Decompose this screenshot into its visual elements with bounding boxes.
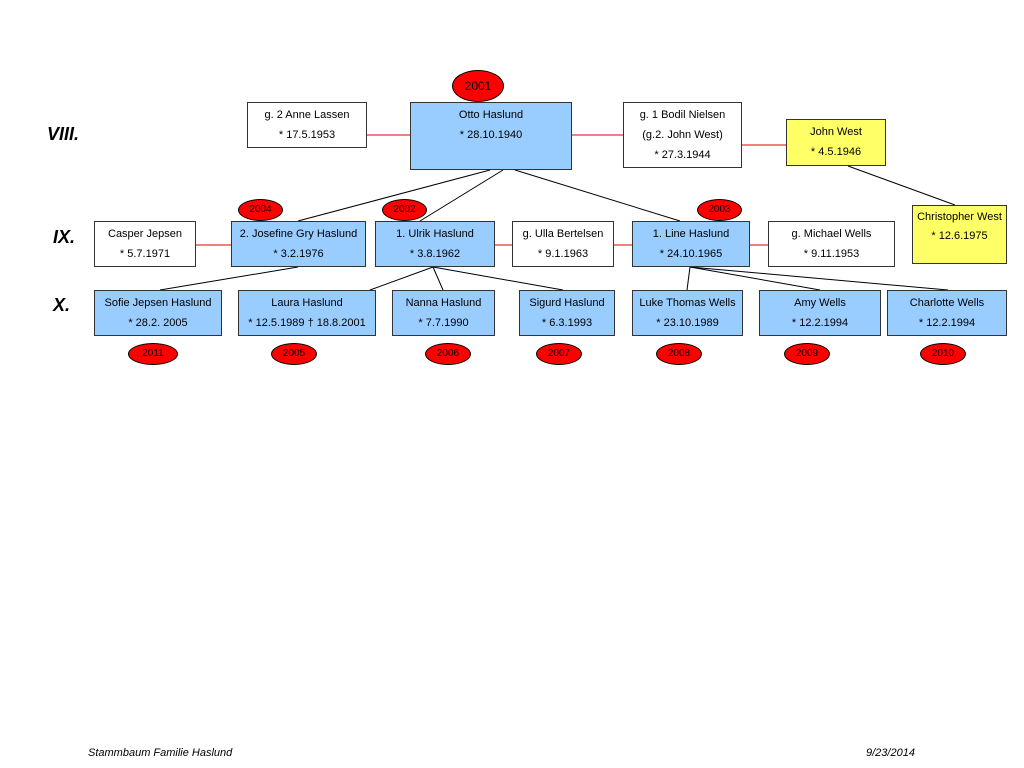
person-name: Nanna Haslund xyxy=(405,297,482,309)
person-birth-date: * 27.3.1944 xyxy=(654,149,711,161)
person-josefine-gry-haslund[interactable]: 2. Josefine Gry Haslund * 3.2.1976 xyxy=(231,221,366,267)
person-name: g. Ulla Bertelsen xyxy=(522,228,604,240)
person-bodil-nielsen[interactable]: g. 1 Bodil Nielsen (g.2. John West) * 27… xyxy=(623,102,742,168)
person-laura-haslund[interactable]: Laura Haslund * 12.5.1989 † 18.8.2001 xyxy=(238,290,376,336)
person-name: Casper Jepsen xyxy=(108,228,182,240)
person-otto-haslund[interactable]: Otto Haslund * 28.10.1940 xyxy=(410,102,572,170)
person-ulrik-haslund[interactable]: 1. Ulrik Haslund * 3.8.1962 xyxy=(375,221,495,267)
person-ulla-bertelsen[interactable]: g. Ulla Bertelsen * 9.1.1963 xyxy=(512,221,614,267)
person-name: 1. Ulrik Haslund xyxy=(396,228,474,240)
generation-label-viii: VIII. xyxy=(47,124,80,144)
person-birth-date: * 23.10.1989 xyxy=(656,317,719,329)
person-birth-date: * 3.8.1962 xyxy=(409,248,461,260)
person-name: 1. Line Haslund xyxy=(652,228,730,240)
person-name: Laura Haslund xyxy=(271,297,343,309)
person-birth-date: * 5.7.1971 xyxy=(119,248,171,260)
person-name: Sofie Jepsen Haslund xyxy=(104,297,212,309)
year-badge-2009: 2009 xyxy=(784,343,830,365)
year-badge-2010: 2010 xyxy=(920,343,966,365)
person-name: Charlotte Wells xyxy=(909,297,985,309)
person-note: (g.2. John West) xyxy=(642,129,723,141)
person-sofie-jepsen-haslund[interactable]: Sofie Jepsen Haslund * 28.2. 2005 xyxy=(94,290,222,336)
person-birth-date: * 4.5.1946 xyxy=(810,146,862,158)
year-badge-2003: 2003 xyxy=(697,199,742,221)
person-birth-date: * 17.5.1953 xyxy=(278,129,336,141)
person-birth-date: * 24.10.1965 xyxy=(659,248,723,260)
person-amy-wells[interactable]: Amy Wells * 12.2.1994 xyxy=(759,290,881,336)
person-nanna-haslund[interactable]: Nanna Haslund * 7.7.1990 xyxy=(392,290,495,336)
person-name: Amy Wells xyxy=(794,297,846,309)
year-badge-2004: 2004 xyxy=(238,199,283,221)
person-name: John West xyxy=(810,126,862,138)
person-birth-date: * 28.10.1940 xyxy=(459,129,523,141)
person-name: g. 1 Bodil Nielsen xyxy=(639,109,726,121)
person-birth-date: * 3.2.1976 xyxy=(273,248,324,260)
person-john-west[interactable]: John West * 4.5.1946 xyxy=(786,119,886,166)
person-name: Luke Thomas Wells xyxy=(639,297,736,309)
footer-title: Stammbaum Familie Haslund xyxy=(88,747,233,759)
person-birth-date: * 12.2.1994 xyxy=(791,317,849,329)
person-sigurd-haslund[interactable]: Sigurd Haslund * 6.3.1993 xyxy=(519,290,615,336)
year-badge-2001: 2001 xyxy=(452,70,504,102)
person-name: g. Michael Wells xyxy=(791,228,872,240)
person-birth-date: * 12.2.1994 xyxy=(918,317,976,329)
person-line-haslund[interactable]: 1. Line Haslund * 24.10.1965 xyxy=(632,221,750,267)
person-birth-date: * 12.5.1989 † 18.8.2001 xyxy=(248,317,366,329)
generation-label-x: X. xyxy=(53,295,71,315)
person-michael-wells[interactable]: g. Michael Wells * 9.11.1953 xyxy=(768,221,895,267)
generation-label-ix: IX. xyxy=(53,227,76,247)
person-christopher-west[interactable]: Christopher West * 12.6.1975 xyxy=(912,205,1007,264)
person-birth-date: * 28.2. 2005 xyxy=(128,317,188,329)
year-badge-2007: 2007 xyxy=(536,343,582,365)
person-birth-date: * 9.11.1953 xyxy=(803,248,860,260)
person-name: 2. Josefine Gry Haslund xyxy=(239,228,358,240)
person-luke-thomas-wells[interactable]: Luke Thomas Wells * 23.10.1989 xyxy=(632,290,743,336)
person-birth-date: * 12.6.1975 xyxy=(931,230,988,242)
person-birth-date: * 6.3.1993 xyxy=(541,317,593,329)
year-badge-2002: 2002 xyxy=(382,199,427,221)
person-birth-date: * 9.1.1963 xyxy=(537,248,589,260)
person-casper-jepsen[interactable]: Casper Jepsen * 5.7.1971 xyxy=(94,221,196,267)
person-birth-date: * 7.7.1990 xyxy=(418,317,469,329)
person-anne-lassen[interactable]: g. 2 Anne Lassen * 17.5.1953 xyxy=(247,102,367,148)
person-charlotte-wells[interactable]: Charlotte Wells * 12.2.1994 xyxy=(887,290,1007,336)
year-badge-2005: 2005 xyxy=(271,343,317,365)
year-badge-2006: 2006 xyxy=(425,343,471,365)
person-name: Sigurd Haslund xyxy=(529,297,605,309)
person-name: Christopher West xyxy=(917,211,1002,223)
year-badge-2011: 2011 xyxy=(128,343,178,365)
footer-date: 9/23/2014 xyxy=(866,747,915,759)
person-name: Otto Haslund xyxy=(458,109,524,121)
person-name: g. 2 Anne Lassen xyxy=(264,109,350,121)
year-badge-2008: 2008 xyxy=(656,343,702,365)
